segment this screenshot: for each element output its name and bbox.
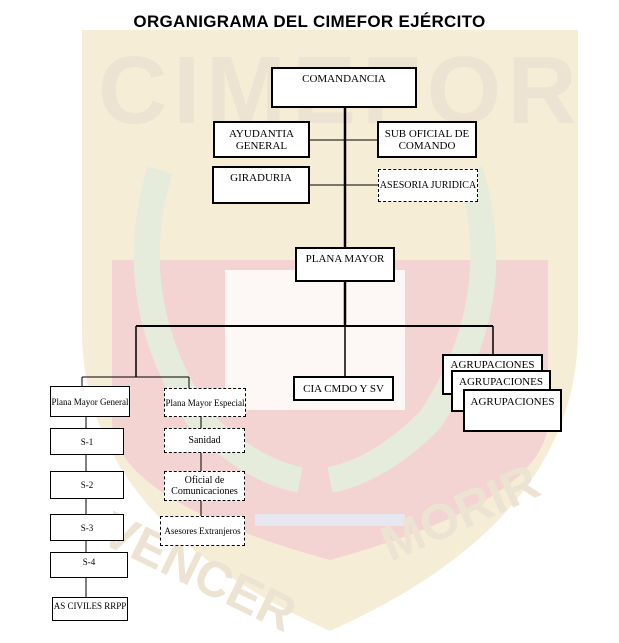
node-label: Asesores Extranjeros (164, 526, 241, 536)
node-label: Sanidad (188, 435, 221, 446)
node-sub-oficial-comando: SUB OFICIAL DE COMANDO (377, 121, 477, 158)
node-label: S-4 (82, 557, 96, 567)
node-label: AS CIVILES RRPP (53, 601, 127, 611)
node-s4: S-4 (50, 552, 128, 578)
node-label: AYUDANTIA GENERAL (229, 127, 294, 152)
node-agrupaciones-3: AGRUPACIONES (463, 389, 562, 432)
node-giraduria: GIRADURIA (212, 166, 310, 204)
node-cia-cmdo-sv: CIA CMDO Y SV (293, 376, 394, 401)
node-as-civiles-rrpp: AS CIVILES RRPP (52, 597, 128, 621)
node-s1: S-1 (50, 428, 124, 455)
node-label: ASESORIA JURIDICA (379, 180, 477, 191)
node-label: Oficial de Comunicaciones (171, 475, 238, 497)
node-label: AGRUPACIONES (459, 376, 543, 388)
node-oficial-comunicaciones: Oficial de Comunicaciones (164, 471, 245, 501)
node-asesores-extranjeros: Asesores Extranjeros (160, 516, 245, 546)
node-s2: S-2 (50, 471, 124, 499)
node-label: GIRADURIA (230, 172, 292, 184)
node-label: Plana Mayor Especial (165, 397, 245, 408)
node-plana-mayor-especial: Plana Mayor Especial (164, 388, 246, 417)
node-label: COMANDANCIA (302, 73, 386, 85)
node-s3: S-3 (50, 514, 124, 541)
node-label: PLANA MAYOR (305, 253, 385, 265)
node-label: AGRUPACIONES (470, 396, 555, 408)
node-ayudantia-general: AYUDANTIA GENERAL (213, 121, 310, 158)
node-label: SUB OFICIAL DE COMANDO (384, 127, 470, 152)
node-label: S-3 (80, 522, 94, 533)
node-label: CIA CMDO Y SV (303, 382, 384, 395)
node-label: AGRUPACIONES (450, 359, 535, 371)
node-label: S-2 (80, 480, 94, 490)
page-title: ORGANIGRAMA DEL CIMEFOR EJÉRCITO (133, 12, 486, 31)
node-asesoria-juridica: ASESORIA JURIDICA (378, 169, 478, 202)
node-plana-mayor: PLANA MAYOR (295, 247, 395, 282)
node-label: S-1 (80, 436, 94, 447)
node-sanidad: Sanidad (164, 428, 245, 453)
node-plana-mayor-general: Plana Mayor General (50, 386, 130, 417)
node-label: Plana Mayor General (51, 396, 129, 407)
flag-band (255, 514, 405, 526)
node-comandancia: COMANDANCIA (271, 67, 417, 108)
